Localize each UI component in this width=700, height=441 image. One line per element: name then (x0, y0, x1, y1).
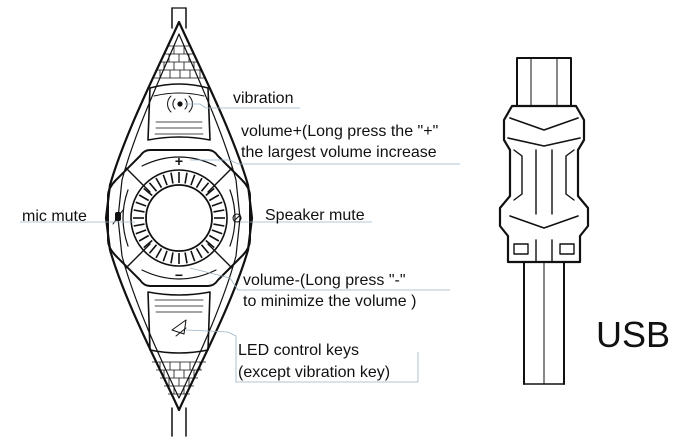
dial-tick (133, 223, 145, 227)
leader-lines (20, 103, 460, 383)
led-button[interactable] (147, 291, 211, 354)
dial-tick (138, 194, 150, 202)
mic-mute-label: mic mute (22, 208, 87, 225)
speaker-mute-icon (232, 213, 242, 223)
dial-tick (205, 187, 215, 197)
dial-tick (184, 172, 188, 184)
dial-tick (195, 177, 203, 189)
remote-body: + − (104, 20, 254, 412)
usb-connector (498, 57, 590, 385)
led-label-line1: LED control keys (238, 342, 359, 359)
dial-tick (138, 234, 150, 242)
dial-tick (208, 234, 220, 242)
dial-tick (195, 247, 203, 259)
led-icon (171, 319, 187, 337)
minus-symbol: − (175, 267, 183, 283)
dial-tick (184, 252, 188, 264)
dial-tick (148, 244, 158, 254)
vibration-button[interactable] (147, 83, 211, 141)
grip-texture-bottom (152, 361, 206, 395)
dial-tick (200, 244, 210, 254)
dial-tick (135, 229, 147, 235)
dial-tick (162, 174, 168, 186)
plus-symbol: + (175, 153, 183, 169)
volume-up-label-line1: volume+(Long press the "+" (241, 123, 438, 140)
dial-tick (213, 223, 225, 227)
vibration-label: vibration (233, 90, 293, 107)
dial-housing (107, 149, 251, 287)
dial-tick (170, 172, 174, 184)
dial-tick (190, 174, 196, 186)
volume-up-button[interactable]: + (141, 153, 217, 169)
dial-tick (148, 182, 158, 192)
dial-tick (190, 250, 196, 262)
dial-tick (155, 247, 163, 259)
usb-label: USB (596, 314, 670, 355)
mic-mute-button[interactable] (122, 189, 129, 247)
dial-tick (155, 177, 163, 189)
dial-tick (211, 201, 223, 207)
dial-tick (211, 229, 223, 235)
dial-tick (143, 187, 153, 197)
volume-down-label-line1: volume-(Long press "-" (243, 272, 406, 289)
dial-tick (213, 209, 225, 213)
grip-texture-top (152, 45, 206, 79)
volume-dial[interactable] (130, 169, 228, 267)
dial-tick (205, 239, 215, 249)
volume-down-button[interactable]: − (141, 267, 217, 283)
remote-cable (171, 7, 187, 437)
led-label-line2: (except vibration key) (238, 364, 390, 381)
dial-tick (208, 194, 220, 202)
volume-down-label-line2: to minimize the volume ) (243, 293, 416, 310)
speaker-mute-label: Speaker mute (265, 207, 365, 224)
speaker-mute-button[interactable] (229, 189, 236, 247)
dial-tick (143, 239, 153, 249)
volume-up-label-line2: the largest volume increase (241, 144, 437, 161)
dial-tick (135, 201, 147, 207)
dial-tick (170, 252, 174, 264)
dial-tick (162, 250, 168, 262)
dial-tick (200, 182, 210, 192)
dial-tick (133, 209, 145, 213)
